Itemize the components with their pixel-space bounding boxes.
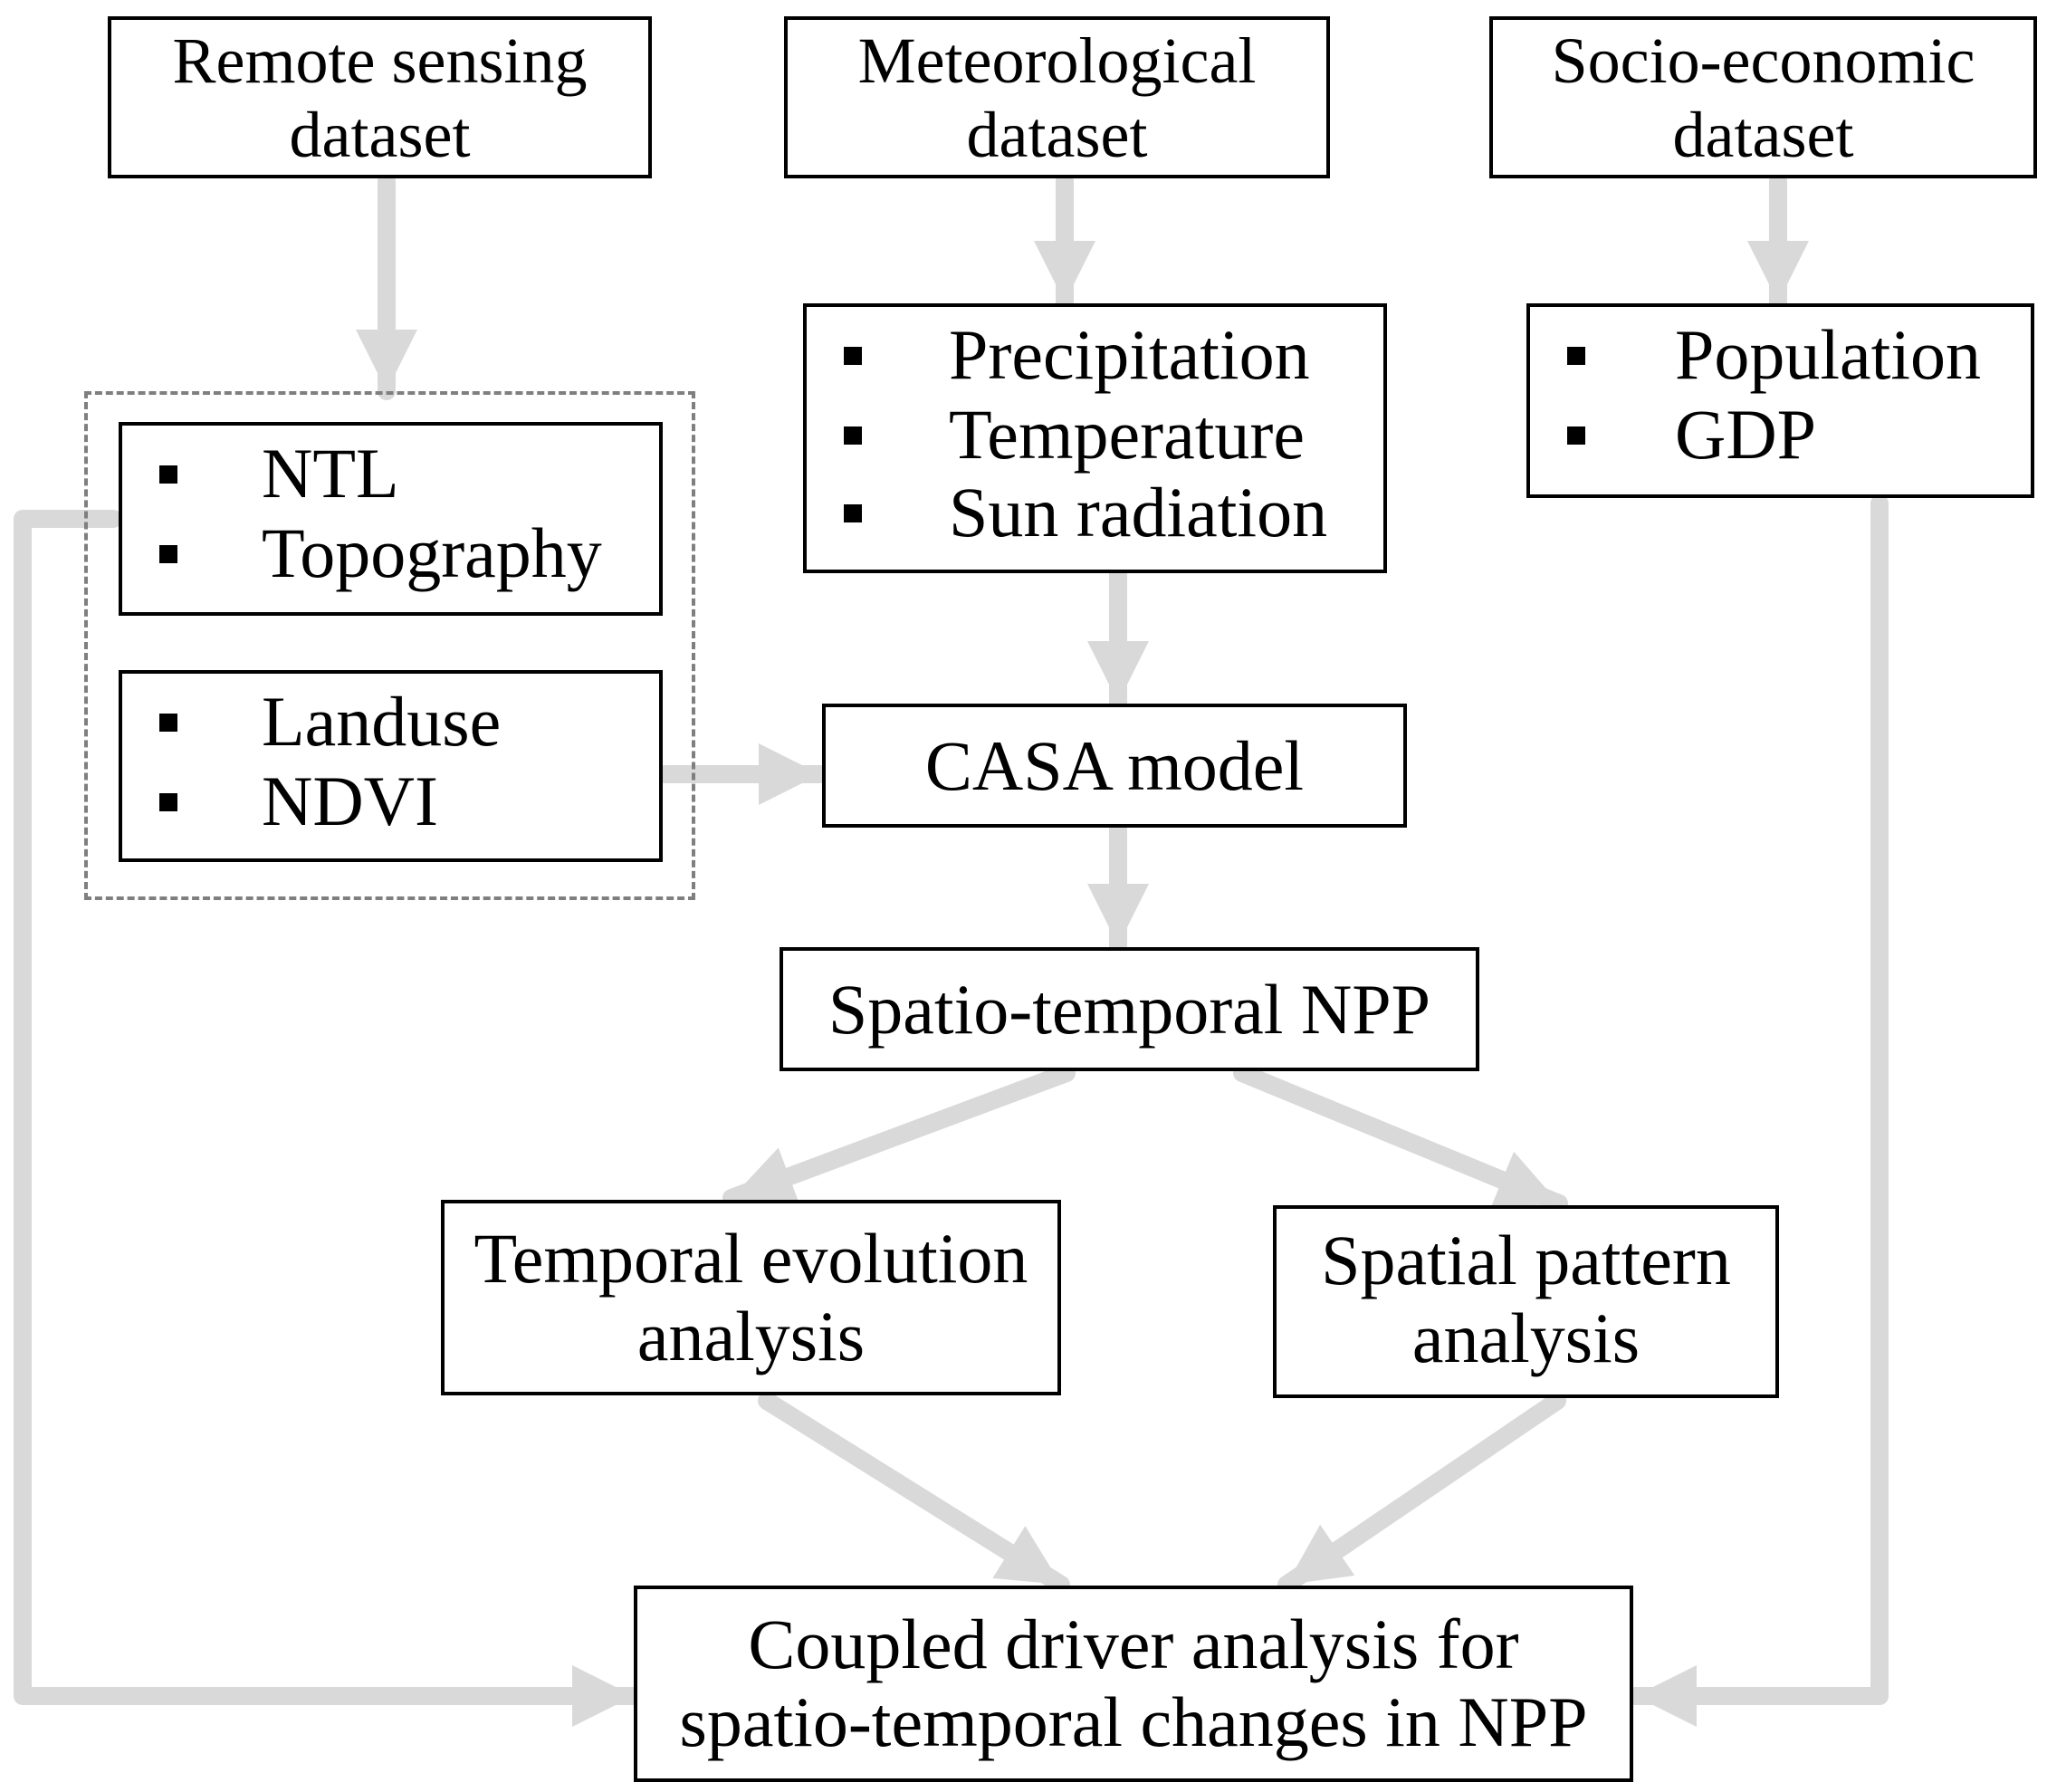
ntl-topography-box: NTL Topography: [119, 422, 663, 616]
coupled-driver-line2: spatio-temporal changes in NPP: [679, 1682, 1588, 1761]
bullet-icon: [844, 347, 862, 365]
ndvi-label: NDVI: [262, 762, 438, 840]
bullet-icon: [844, 426, 862, 445]
temperature-label: Temperature: [949, 395, 1305, 474]
remote-sensing-dataset-box: Remote sensing dataset: [108, 16, 652, 178]
socio-economic-line2: dataset: [1672, 99, 1854, 171]
temporal-evolution-line2: analysis: [636, 1297, 866, 1375]
arrow-npp-to-spatial: [1233, 1064, 1568, 1212]
coupled-driver-analysis-box: Coupled driver analysis for spatio-tempo…: [634, 1586, 1633, 1782]
landuse-ndvi-box: Landuse NDVI: [119, 670, 663, 862]
arrow-temporal-to-coupled: [758, 1392, 1070, 1594]
population-gdp-box: Population GDP: [1526, 303, 2034, 498]
bullet-icon: [844, 504, 862, 522]
bullet-icon: [159, 545, 177, 563]
meteorological-dataset-box: Meteorological dataset: [784, 16, 1330, 178]
socio-economic-dataset-box: Socio-economic dataset: [1489, 16, 2037, 178]
arrow-spatial-to-coupled: [1277, 1392, 1566, 1594]
meteorological-line1: Meteorological: [857, 24, 1257, 97]
remote-sensing-line1: Remote sensing: [172, 24, 588, 97]
arrow-npp-to-temporal: [722, 1064, 1076, 1207]
spatial-pattern-box: Spatial pattern analysis: [1273, 1205, 1779, 1398]
arrow-population-to-coupled: [1626, 494, 1889, 1727]
ntl-label: NTL: [262, 434, 399, 513]
meteorological-line2: dataset: [966, 99, 1148, 171]
remote-sensing-products-group: [84, 391, 695, 900]
precipitation-label: Precipitation: [949, 315, 1310, 394]
spatio-temporal-npp-label: Spatio-temporal NPP: [827, 970, 1431, 1049]
topography-label: Topography: [262, 513, 602, 592]
bullet-icon: [159, 465, 177, 484]
temporal-evolution-line1: Temporal evolution: [473, 1219, 1028, 1298]
spatial-pattern-line2: analysis: [1411, 1298, 1640, 1377]
casa-model-box: CASA model: [822, 704, 1407, 828]
temporal-evolution-box: Temporal evolution analysis: [441, 1200, 1061, 1395]
spatio-temporal-npp-box: Spatio-temporal NPP: [780, 947, 1479, 1071]
landuse-label: Landuse: [262, 682, 502, 761]
gdp-label: GDP: [1675, 395, 1817, 474]
coupled-driver-line1: Coupled driver analysis for: [748, 1605, 1519, 1683]
bullet-icon: [1567, 426, 1585, 445]
arrow-ntl-to-coupled: [14, 510, 643, 1727]
bullet-icon: [1567, 347, 1585, 365]
remote-sensing-line2: dataset: [289, 99, 471, 171]
climate-variables-box: Precipitation Temperature Sun radiation: [803, 303, 1387, 573]
bullet-icon: [159, 793, 177, 811]
spatial-pattern-line1: Spatial pattern: [1321, 1221, 1731, 1299]
population-label: Population: [1675, 315, 1982, 394]
socio-economic-line1: Socio-economic: [1551, 24, 1975, 97]
casa-model-label: CASA model: [924, 726, 1305, 805]
bullet-icon: [159, 714, 177, 732]
sun-radiation-label: Sun radiation: [949, 473, 1328, 551]
